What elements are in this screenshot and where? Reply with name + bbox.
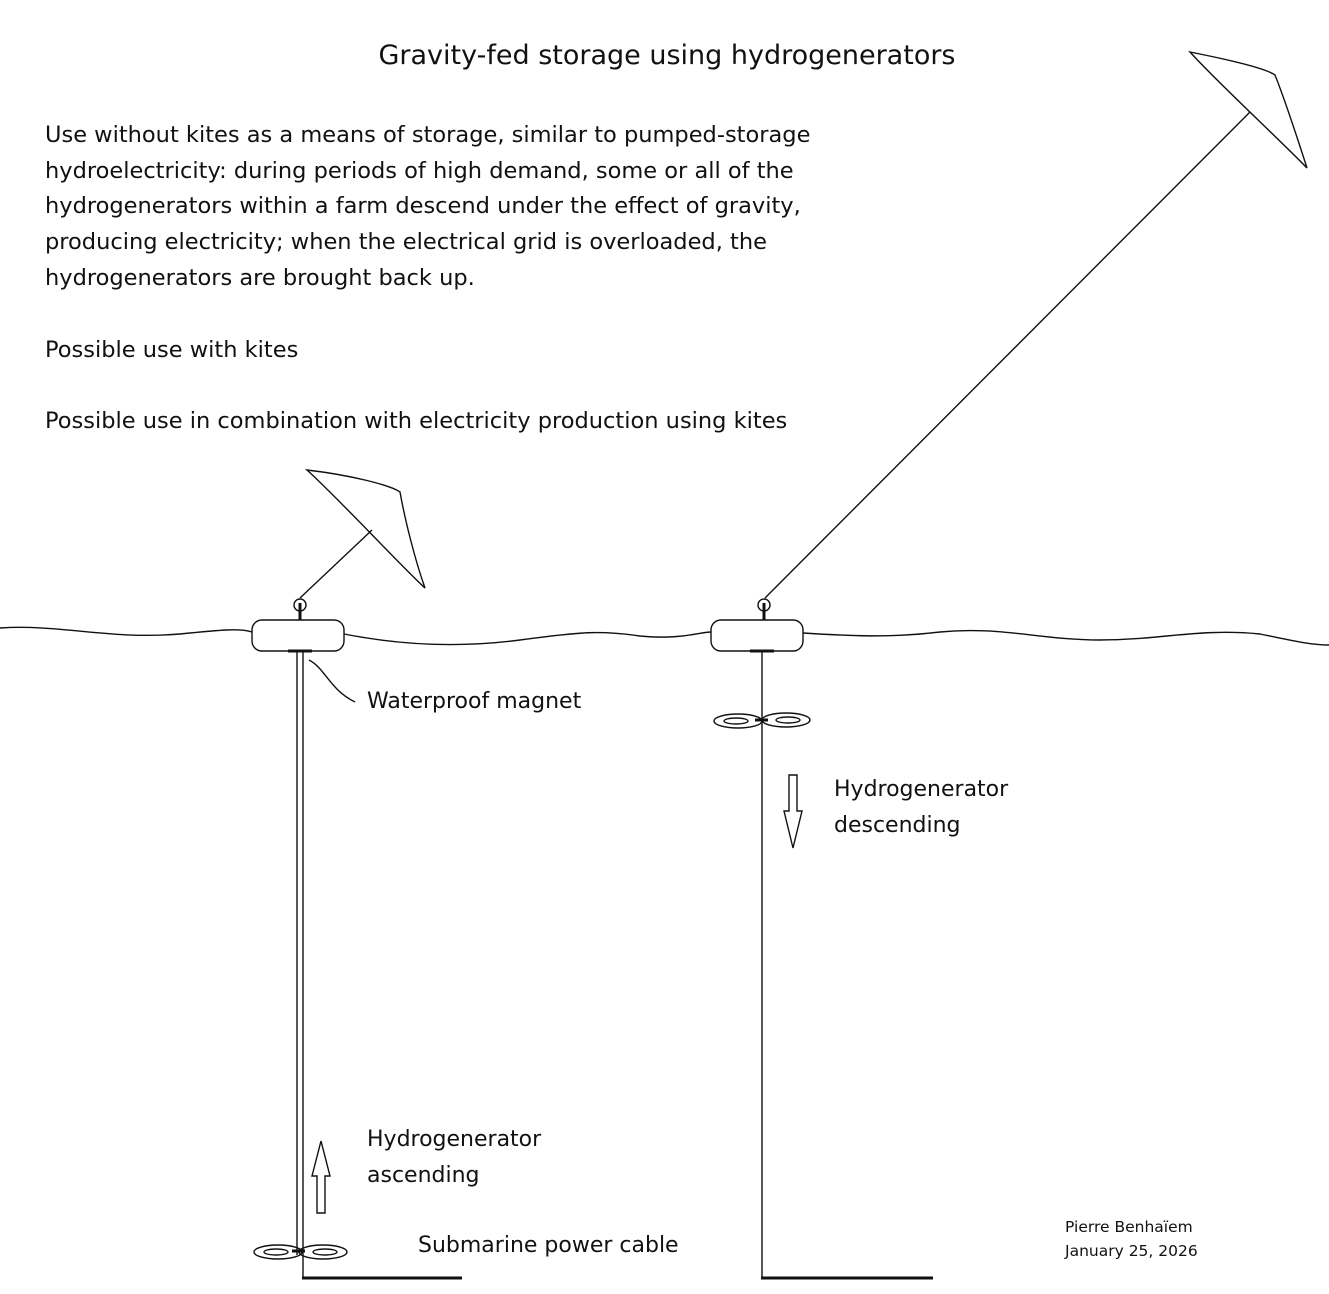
- water-surface: [0, 626, 1329, 646]
- diagram-title: Gravity-fed storage using hydrogenerator…: [378, 40, 955, 71]
- arrow-up-icon: [311, 1140, 331, 1214]
- author-name: Pierre Benhaïem: [1065, 1218, 1193, 1236]
- arrow-down-icon: [783, 774, 803, 849]
- description-line: producing electricity; when the electric…: [45, 229, 767, 255]
- cable-label: Submarine power cable: [418, 1233, 679, 1258]
- buoy-right: [710, 598, 804, 653]
- description-line: hydroelectricity: during periods of high…: [45, 158, 794, 184]
- buoy-left: [251, 598, 345, 653]
- description-line: Use without kites as a means of storage,…: [45, 122, 810, 148]
- propeller-left: [253, 1244, 348, 1260]
- propeller-right: [713, 712, 811, 729]
- kite-left: [299, 469, 426, 599]
- description-text: Use without kites as a means of storage,…: [45, 122, 810, 434]
- magnet-label: Waterproof magnet: [367, 689, 582, 714]
- possible-use-kites: Possible use with kites: [45, 337, 298, 363]
- description-line: hydrogenerators are brought back up.: [45, 265, 475, 291]
- possible-use-combination: Possible use in combination with electri…: [45, 408, 787, 434]
- rod-left: [296, 652, 304, 1278]
- description-line: hydrogenerators within a farm descend un…: [45, 193, 801, 219]
- magnet-leader-line: [308, 659, 356, 703]
- descending-label-line2: descending: [834, 813, 961, 838]
- signature-date: January 25, 2026: [1064, 1242, 1198, 1260]
- ascending-label-line2: ascending: [367, 1163, 480, 1188]
- descending-label-line1: Hydrogenerator: [834, 777, 1009, 802]
- kite-right: [764, 50, 1308, 599]
- ascending-label-line1: Hydrogenerator: [367, 1127, 542, 1152]
